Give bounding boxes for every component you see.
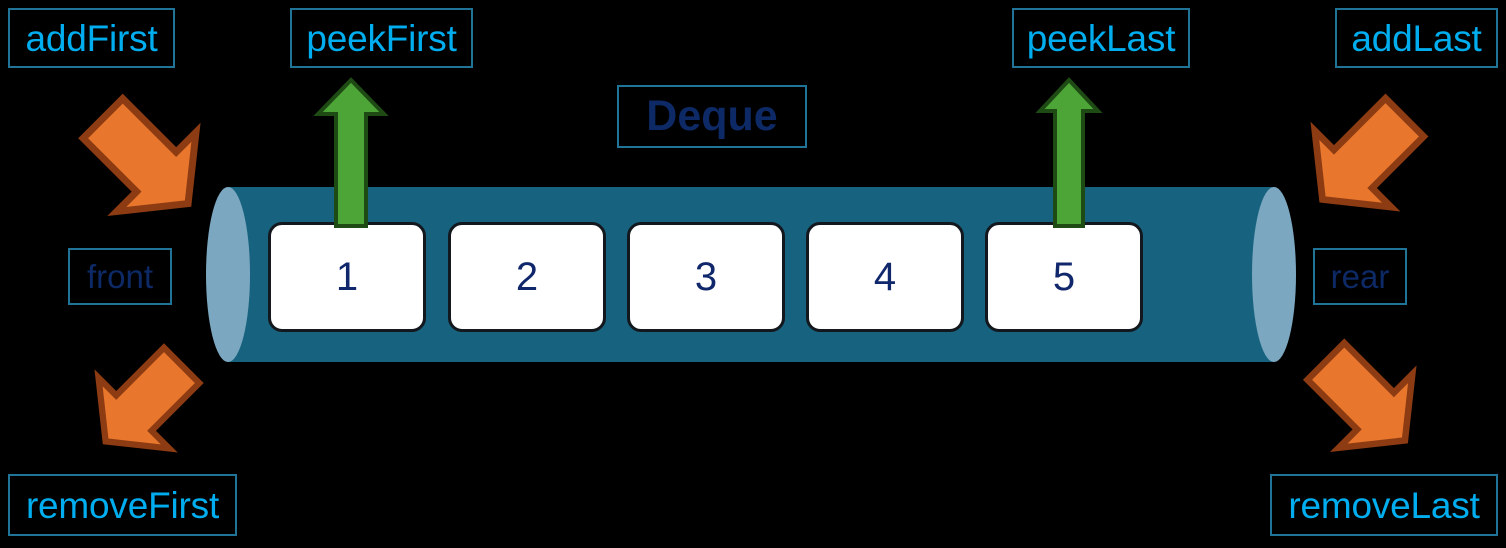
arrow-add-first-icon [78,93,201,217]
arrow-remove-last-icon [1302,338,1417,453]
label-peek-last[interactable]: peekLast [1012,8,1190,68]
label-front: front [68,248,172,305]
label-remove-first[interactable]: removeFirst [8,474,237,536]
deque-cell[interactable]: 3 [627,222,785,332]
label-remove-last[interactable]: removeLast [1270,474,1498,536]
arrow-remove-first-icon [94,343,204,453]
deque-cell[interactable]: 2 [448,222,606,332]
deque-cell[interactable]: 1 [268,222,426,332]
label-add-last[interactable]: addLast [1335,8,1498,68]
label-add-first[interactable]: addFirst [8,8,175,68]
arrow-peek-last-icon [1035,77,1103,228]
label-peek-first[interactable]: peekFirst [290,8,473,68]
deque-cell[interactable]: 4 [806,222,964,332]
arrow-peek-first-icon [313,77,389,228]
label-rear: rear [1313,248,1407,305]
arrow-add-last-icon [1310,93,1429,212]
deque-front-cap [206,187,250,362]
diagram-title: Deque [617,85,807,148]
deque-cell[interactable]: 5 [985,222,1143,332]
deque-rear-cap [1252,187,1296,362]
